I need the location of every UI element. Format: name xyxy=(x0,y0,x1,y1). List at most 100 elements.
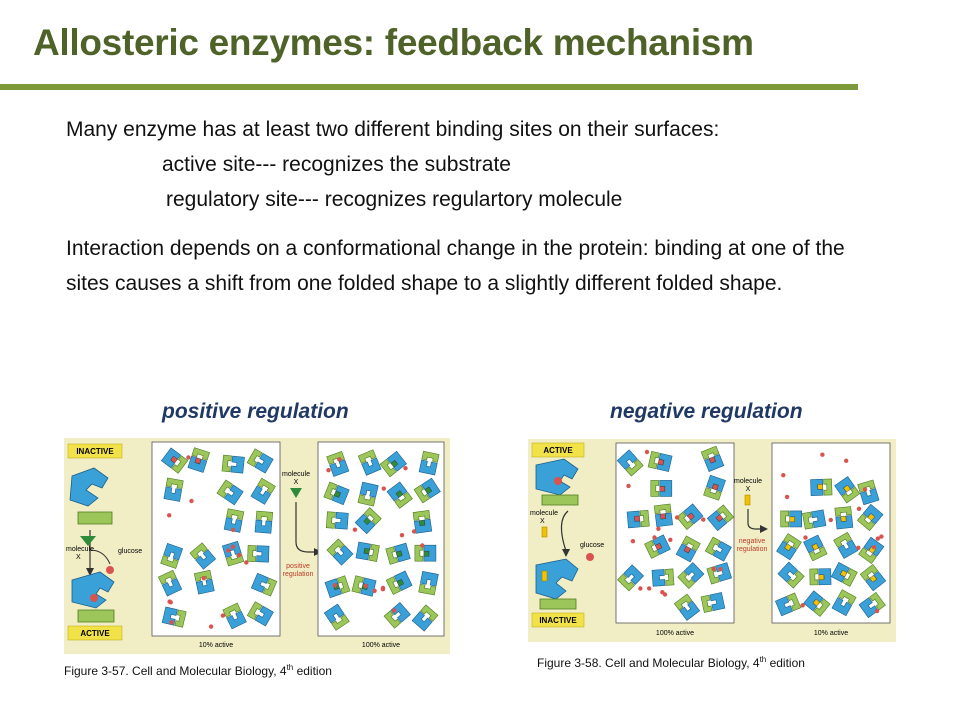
enzyme-subunit-icon xyxy=(247,545,270,563)
title-underline xyxy=(0,84,858,90)
glucose-dot-icon xyxy=(352,527,358,532)
enzyme-subunit-icon xyxy=(357,449,382,476)
glucose-dot-icon xyxy=(189,498,194,504)
glucose-dot-icon xyxy=(208,624,214,629)
enzyme-subunit-icon xyxy=(802,509,827,530)
glucose-dot-icon xyxy=(874,608,880,614)
glucose-dot-icon xyxy=(871,545,877,550)
enzyme-subunit-icon xyxy=(414,544,437,562)
glucose-dot-icon xyxy=(644,449,650,455)
glucose-dot-icon xyxy=(630,539,636,544)
enzyme-subunit-icon xyxy=(160,543,184,569)
glucose-dot-icon xyxy=(656,526,661,531)
enzyme-subunit-icon xyxy=(412,509,433,534)
enzyme-population-after xyxy=(774,452,887,619)
glucose-label: glucose xyxy=(118,548,142,555)
enzyme-subunit-icon xyxy=(379,450,407,478)
molecule-x-label: molecule xyxy=(66,546,94,553)
glucose-dot-icon xyxy=(186,455,191,460)
glucose-dot-icon xyxy=(701,517,706,522)
enzyme-subunit-icon xyxy=(859,563,887,592)
enzyme-subunit-icon xyxy=(704,536,732,562)
glucose-dot-icon xyxy=(638,586,643,591)
glucose-dot-icon xyxy=(647,586,652,591)
enzyme-subunit-icon xyxy=(411,604,439,632)
enzyme-population-before xyxy=(158,447,278,630)
glucose-dot-icon xyxy=(230,544,236,549)
enzyme-subunit-icon xyxy=(160,447,189,474)
enzyme-subunit-icon xyxy=(323,481,350,506)
enzyme-subunit-icon xyxy=(830,562,858,587)
regulator-x-icon xyxy=(541,526,548,538)
glucose-dot-icon xyxy=(337,457,342,462)
slide-title: Allosteric enzymes: feedback mechanism xyxy=(33,22,754,63)
active-site-line: active site--- recognizes the substrate xyxy=(162,153,511,176)
enzyme-subunit-icon xyxy=(644,534,671,559)
enzyme-subunit-icon xyxy=(246,601,274,627)
middle-molecule-label: molecule xyxy=(282,471,310,478)
enzyme-subunit-icon xyxy=(357,481,379,507)
enzyme-subunit-icon xyxy=(221,454,245,474)
enzyme-subunit-icon xyxy=(189,542,217,570)
enzyme-subunit-icon xyxy=(187,447,210,473)
middle-molecule-letter: X xyxy=(294,479,299,486)
positive-regulation-diagram: INACTIVE molecule X glucose ACTIVE 10% a… xyxy=(66,441,445,649)
enzyme-subunit-icon xyxy=(386,481,413,509)
glucose-dot-icon xyxy=(879,534,884,539)
middle-molecule-letter: X xyxy=(746,486,751,493)
enzyme-subunit-icon xyxy=(413,477,441,504)
glucose-dot-icon xyxy=(652,535,657,540)
enzyme-subunit-icon xyxy=(250,477,276,505)
enzyme-subunit-icon xyxy=(676,503,704,531)
inactive-state-label: INACTIVE xyxy=(76,447,114,456)
enzyme-subunit-icon xyxy=(385,570,413,595)
molecule-x-letter: X xyxy=(76,554,81,561)
negative-effect-label: negative xyxy=(739,538,766,545)
glucose-dot-icon xyxy=(167,513,172,518)
enzyme-subunit-icon xyxy=(774,592,802,617)
regulation-effect-label: regulation xyxy=(737,546,768,553)
active-state-label: ACTIVE xyxy=(543,446,573,455)
enzyme-subunit-icon xyxy=(246,448,274,474)
glucose-dot-icon xyxy=(856,545,861,550)
glucose-dot-icon xyxy=(674,515,680,520)
glucose-dot-icon xyxy=(226,548,231,553)
negative-regulation-diagram: ACTIVE molecule X glucose INACTIVE 100% … xyxy=(530,442,891,637)
glucose-dot-icon xyxy=(230,527,236,532)
enzyme-subunit-icon xyxy=(161,606,187,628)
glucose-icon xyxy=(106,566,114,574)
positive-regulation-heading: positive regulation xyxy=(162,400,349,423)
enzyme-subunit-icon xyxy=(383,601,411,629)
interaction-paragraph: Interaction depends on a conformational … xyxy=(66,237,845,295)
enzyme-subunit-icon xyxy=(831,589,857,617)
enzyme-subunit-icon xyxy=(777,561,805,589)
enzyme-subunit-icon xyxy=(703,474,726,501)
middle-regulator-icon xyxy=(290,488,302,498)
enzyme-subunit-icon xyxy=(833,531,859,559)
glucose-label: glucose xyxy=(580,542,604,549)
enzyme-subunit-icon xyxy=(700,592,726,613)
caption-text: Figure 3-58. Cell and Molecular Biology,… xyxy=(537,656,760,670)
enzyme-subunit-icon xyxy=(776,533,802,561)
percent-active-after: 100% active xyxy=(362,642,400,649)
enzyme-subunit-icon xyxy=(675,535,701,563)
glucose-dot-icon xyxy=(781,473,786,478)
enzyme-subunit-icon xyxy=(617,564,645,592)
enzyme-subunit-icon xyxy=(857,479,880,506)
enzyme-subunit-icon xyxy=(810,478,833,496)
glucose-dot-icon xyxy=(875,536,880,541)
inactive-state-box xyxy=(531,612,585,628)
enzyme-subunit-icon xyxy=(858,591,886,619)
enzyme-subunit-icon xyxy=(418,571,439,596)
glucose-dot-icon xyxy=(800,603,805,608)
enzyme-subunit-icon xyxy=(834,476,861,504)
glucose-dot-icon xyxy=(167,599,172,604)
enzyme-subunit-icon xyxy=(193,569,215,595)
glucose-dot-icon xyxy=(363,583,368,589)
enzyme-subunit-icon xyxy=(803,534,828,562)
glucose-dot-icon xyxy=(220,613,226,618)
inactive-enzyme-icon xyxy=(69,467,113,525)
caption-superscript: th xyxy=(759,655,767,664)
enzyme-subunit-icon xyxy=(647,450,673,473)
enzyme-subunit-icon xyxy=(216,479,244,506)
